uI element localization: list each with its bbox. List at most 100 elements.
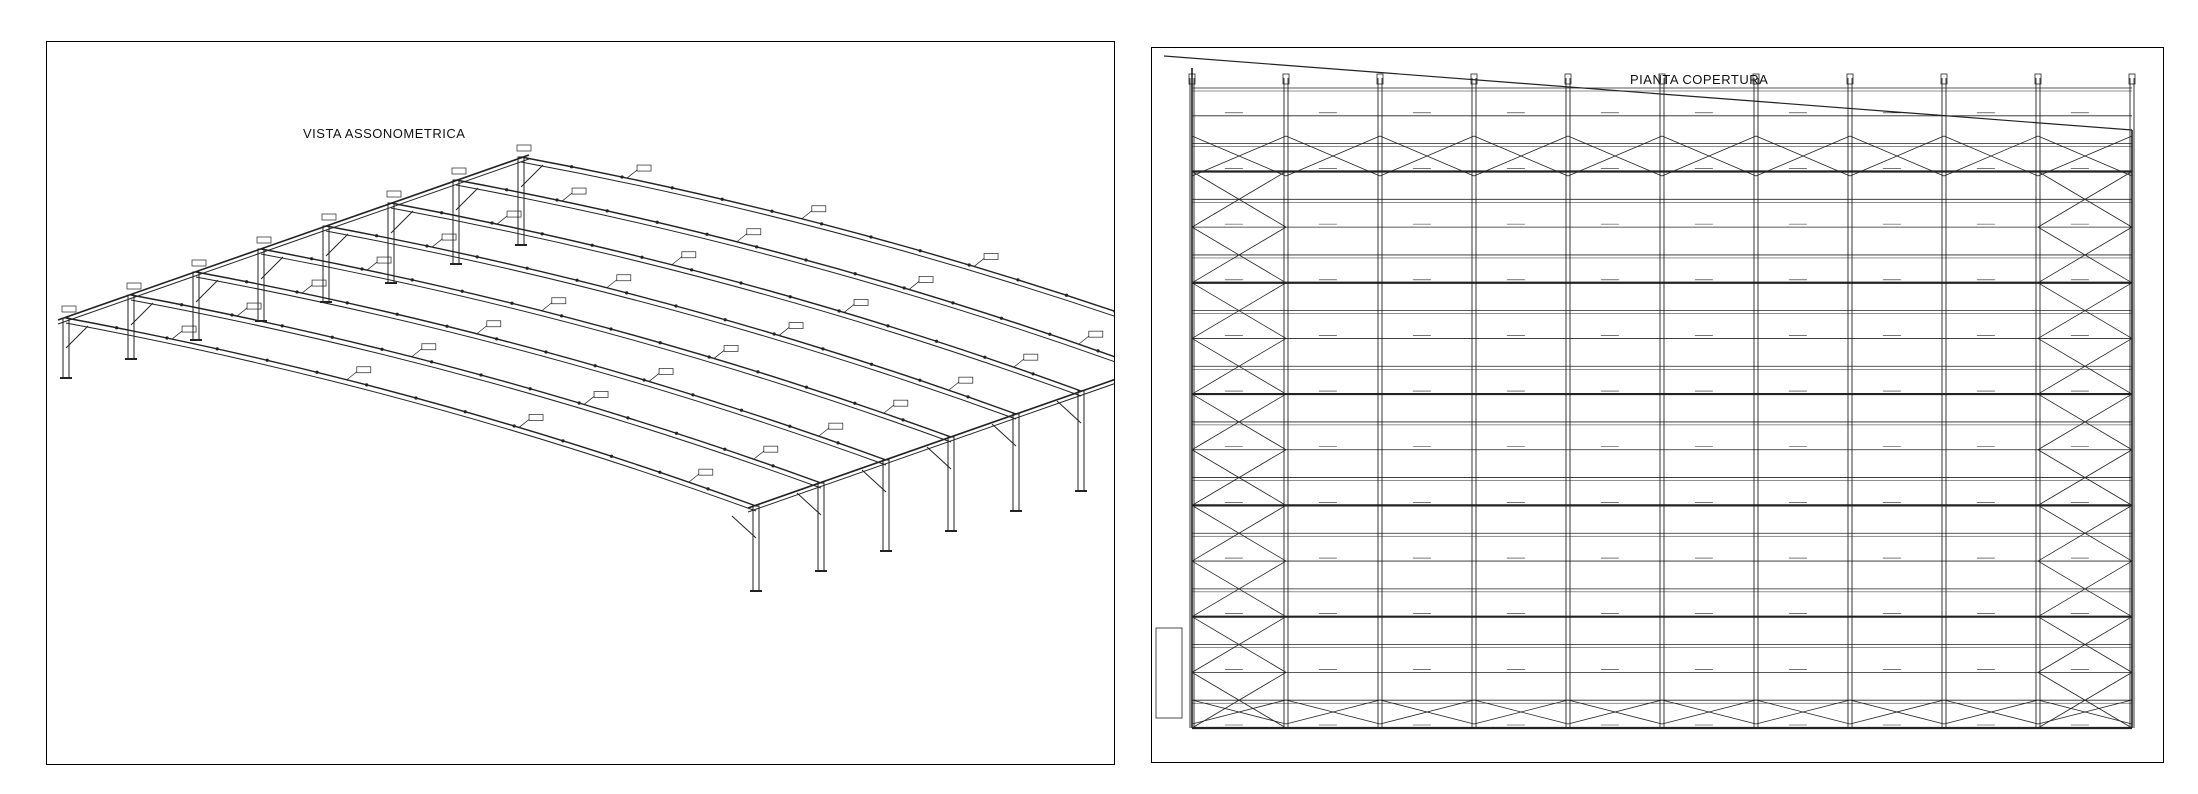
- axonometric-drawing: [57, 144, 1114, 592]
- purlin-node: [593, 364, 597, 368]
- roof-beam-lower: [325, 230, 1017, 420]
- bracing-bottom-row: [1191, 699, 1287, 725]
- haunch-brace: [390, 210, 414, 234]
- purlin-node: [375, 234, 379, 238]
- purlin-node: [561, 439, 565, 443]
- haunch-brace: [195, 279, 219, 303]
- purlin-node: [821, 347, 825, 351]
- bracing-right-bay: [2037, 338, 2133, 395]
- purlin-node: [886, 324, 890, 328]
- roof-beam: [520, 156, 1114, 312]
- tag-leader: [171, 330, 183, 340]
- frame-end: [1188, 73, 1196, 85]
- roof-plan-sheet: PIANTA COPERTURA: [1151, 47, 2164, 763]
- roof-beam-lower: [455, 184, 1114, 363]
- tag-box: [451, 167, 467, 175]
- back-column: [1077, 390, 1085, 492]
- purlin-node: [1113, 309, 1114, 313]
- tag-box: [853, 299, 869, 306]
- tag-leader: [801, 210, 813, 220]
- back-eave-beam-lower: [747, 383, 1114, 513]
- haunch-brace: [65, 325, 89, 349]
- roof-beam-lower: [260, 253, 952, 443]
- tag-leader: [908, 281, 920, 290]
- bracing-top-row: [1379, 135, 1475, 177]
- purlin-node: [674, 431, 679, 435]
- purlin-node: [869, 362, 874, 366]
- back-eave-beam: [747, 378, 1114, 509]
- purlin-node: [674, 304, 678, 308]
- purlin-node: [430, 360, 434, 364]
- purlin-node: [804, 385, 809, 389]
- bracing-bottom-row: [1379, 699, 1475, 725]
- tag-box: [421, 343, 437, 351]
- front-column: [517, 156, 525, 246]
- haunch-brace: [520, 164, 544, 188]
- tag-box: [763, 445, 779, 453]
- purlin-node: [804, 258, 808, 262]
- front-column: [322, 225, 330, 303]
- frame-end: [1940, 73, 1948, 85]
- haunch-brace: [861, 469, 887, 493]
- purlin-node: [505, 188, 509, 192]
- bracing-right-bay: [2037, 226, 2133, 284]
- purlin-node: [918, 378, 922, 382]
- bracing-bottom-row: [1849, 699, 1945, 725]
- frame-end: [1752, 73, 1760, 85]
- purlin-node: [626, 416, 630, 420]
- purlin-node: [360, 267, 364, 271]
- tag-box: [636, 164, 652, 172]
- tag-leader: [236, 307, 248, 317]
- purlin-node: [410, 278, 414, 282]
- roof-plan-drawing: [1155, 55, 2136, 730]
- tag-box: [486, 320, 502, 328]
- purlin-node: [918, 249, 922, 253]
- purlin-node: [575, 278, 579, 282]
- purlin-node: [723, 318, 727, 322]
- tag-box: [516, 144, 532, 152]
- purlin-node: [490, 221, 494, 225]
- purlin-node: [544, 350, 548, 354]
- frame-end: [1470, 73, 1478, 85]
- tag-leader: [561, 192, 573, 202]
- haunch-brace: [796, 492, 822, 516]
- tag-box: [828, 422, 844, 430]
- purlin-node: [609, 454, 614, 458]
- purlin-node: [723, 447, 727, 451]
- bracing-top-row: [2037, 135, 2133, 177]
- tag-box: [958, 376, 974, 384]
- tag-leader: [688, 473, 700, 483]
- bracing-top-row: [1191, 135, 1287, 177]
- roof-beam: [130, 294, 822, 484]
- bracing-left-bay: [1191, 505, 1287, 562]
- roof-beam-lower: [130, 299, 822, 489]
- tag-box: [311, 279, 327, 287]
- back-column: [752, 505, 760, 592]
- tag-box: [1088, 330, 1104, 338]
- tag-leader: [713, 350, 725, 359]
- purlin-node: [555, 198, 559, 202]
- front-eave-beam: [57, 154, 530, 321]
- purlin-node: [265, 358, 269, 362]
- bracing-right-bay: [2037, 282, 2133, 339]
- tag-box: [571, 187, 587, 195]
- bracing-bottom-row: [1567, 699, 1663, 725]
- tag-box: [321, 213, 337, 221]
- frame-end: [1658, 73, 1666, 85]
- bracing-top-row: [1567, 135, 1663, 177]
- purlin-node: [295, 290, 299, 294]
- purlin-node: [380, 347, 384, 351]
- bracing-left-bay: [1191, 171, 1287, 228]
- tag-leader: [346, 371, 358, 381]
- purlin-node: [739, 281, 743, 285]
- bracing-top-row: [1849, 135, 1945, 177]
- bracing-left-bay: [1191, 393, 1287, 451]
- tag-box: [983, 253, 999, 260]
- tag-box: [723, 345, 739, 352]
- purlin-node: [528, 387, 532, 391]
- purlin-node: [739, 408, 744, 412]
- bracing-left-bay: [1191, 282, 1287, 339]
- frame-end: [2034, 73, 2042, 85]
- tag-box: [551, 297, 567, 305]
- purlin-node: [772, 332, 776, 336]
